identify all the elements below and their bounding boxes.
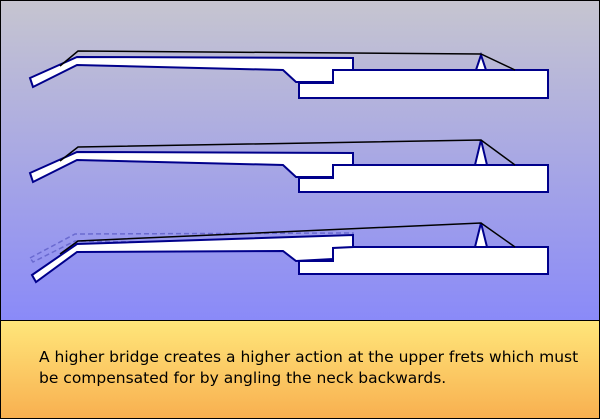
string — [59, 139, 516, 166]
diagram-high-bridge — [28, 139, 549, 193]
bridge — [473, 139, 489, 166]
body — [298, 246, 549, 275]
caption-box: A higher bridge creates a higher action … — [0, 320, 600, 419]
string — [59, 50, 516, 71]
body — [298, 69, 549, 99]
original-neck-outline — [28, 232, 354, 263]
body — [298, 164, 549, 193]
bridge — [474, 51, 488, 71]
neck — [28, 150, 354, 184]
diagram-low-bridge — [28, 50, 549, 99]
neck — [30, 233, 354, 284]
guitar-neck-diagrams — [28, 50, 549, 284]
neck — [28, 55, 354, 89]
caption-text: A higher bridge creates a higher action … — [39, 348, 579, 387]
string — [59, 222, 516, 255]
bridge — [473, 222, 489, 248]
diagram-angled-neck — [28, 222, 549, 284]
